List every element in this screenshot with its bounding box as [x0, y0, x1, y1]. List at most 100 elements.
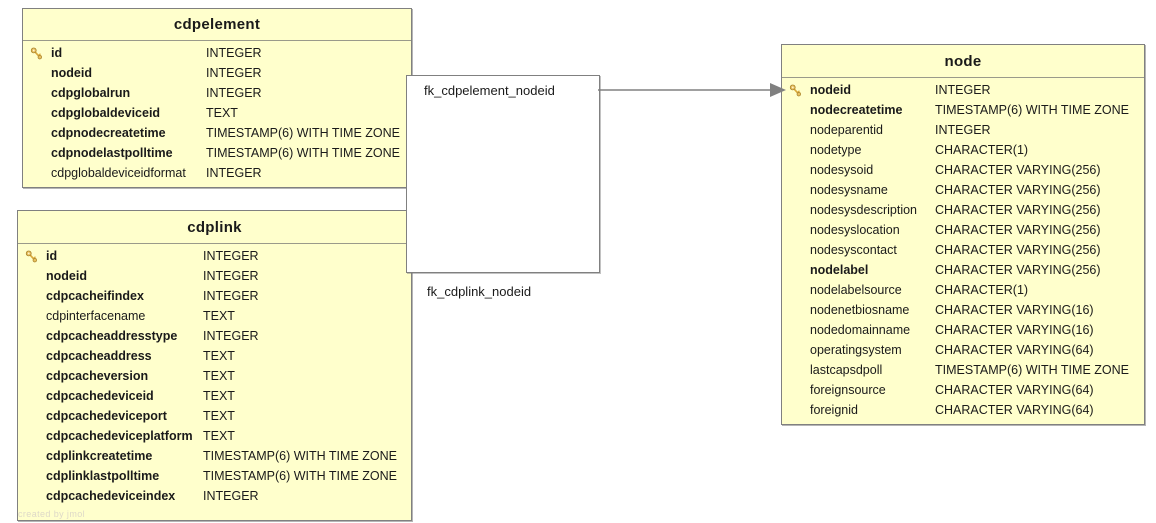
column-name: cdpinterfacename: [46, 309, 146, 323]
column-type: INTEGER: [206, 166, 262, 180]
column-name: cdpcacheifindex: [46, 289, 144, 303]
connector-fk-cdpelement-nodeid: [598, 83, 786, 97]
column-row: foreignid CHARACTER VARYING(64): [782, 400, 1144, 420]
column-row: nodeid INTEGER: [18, 266, 411, 286]
column-type: TEXT: [203, 309, 235, 323]
column-type: CHARACTER VARYING(256): [935, 163, 1101, 177]
column-name: cdpcacheaddress: [46, 349, 152, 363]
column-type: TIMESTAMP(6) WITH TIME ZONE: [206, 146, 400, 160]
column-name: nodenetbiosname: [810, 303, 910, 317]
column-name: cdpglobaldeviceidformat: [51, 166, 186, 180]
column-name: nodelabel: [810, 263, 869, 277]
column-type: TIMESTAMP(6) WITH TIME ZONE: [203, 449, 397, 463]
column-name: nodesyscontact: [810, 243, 897, 257]
column-type: CHARACTER(1): [935, 143, 1029, 157]
column-type: TEXT: [203, 429, 235, 443]
column-type: TEXT: [203, 349, 235, 363]
column-name: nodedomainname: [810, 323, 911, 337]
column-name: foreignid: [810, 403, 858, 417]
entity-title-cdpelement: cdpelement: [23, 9, 411, 41]
column-type: CHARACTER VARYING(256): [935, 203, 1101, 217]
column-row: nodedomainname CHARACTER VARYING(16): [782, 320, 1144, 340]
column-name: operatingsystem: [810, 343, 902, 357]
column-name: nodesysoid: [810, 163, 874, 177]
primary-key-cell: [18, 249, 44, 264]
column-type: CHARACTER VARYING(64): [935, 403, 1094, 417]
column-name: nodesysname: [810, 183, 888, 197]
column-type: TEXT: [203, 369, 235, 383]
column-row: cdpcacheaddress TEXT: [18, 346, 411, 366]
column-name: cdpnodecreatetime: [51, 126, 166, 140]
column-name: nodelabelsource: [810, 283, 902, 297]
column-name: cdplinklastpolltime: [46, 469, 160, 483]
column-name: cdplinkcreatetime: [46, 449, 153, 463]
column-name: cdpglobalrun: [51, 86, 131, 100]
column-type: CHARACTER VARYING(64): [935, 383, 1094, 397]
column-row: nodeparentid INTEGER: [782, 120, 1144, 140]
primary-key-cell: [23, 46, 49, 61]
column-name: cdpcacheversion: [46, 369, 149, 383]
column-type: INTEGER: [935, 83, 991, 97]
column-row: operatingsystem CHARACTER VARYING(64): [782, 340, 1144, 360]
column-row: nodecreatetime TIMESTAMP(6) WITH TIME ZON…: [782, 100, 1144, 120]
column-name: cdpcachedeviceport: [46, 409, 167, 423]
column-name: nodeid: [46, 269, 87, 283]
column-type: INTEGER: [935, 123, 991, 137]
column-type: CHARACTER VARYING(256): [935, 243, 1101, 257]
column-type: TIMESTAMP(6) WITH TIME ZONE: [206, 126, 400, 140]
column-type: TIMESTAMP(6) WITH TIME ZONE: [935, 363, 1129, 377]
column-row: cdpnodelastpolltime TIMESTAMP(6) WITH TIM…: [23, 143, 411, 163]
watermark: created by jmol: [18, 509, 86, 519]
column-type: INTEGER: [203, 289, 259, 303]
column-row: cdpnodecreatetime TIMESTAMP(6) WITH TIME …: [23, 123, 411, 143]
column-row: nodesyscontact CHARACTER VARYING(256): [782, 240, 1144, 260]
column-row: nodesysoid CHARACTER VARYING(256): [782, 160, 1144, 180]
column-name: cdpglobaldeviceid: [51, 106, 161, 120]
column-type: INTEGER: [203, 269, 259, 283]
column-row: cdpglobaldeviceidformat INTEGER: [23, 163, 411, 183]
column-row: cdpinterfacename TEXT: [18, 306, 411, 326]
column-name: nodeid: [51, 66, 92, 80]
primary-key-icon: [25, 250, 37, 262]
column-name: foreignsource: [810, 383, 886, 397]
column-type: TEXT: [206, 106, 238, 120]
column-type: TIMESTAMP(6) WITH TIME ZONE: [935, 103, 1129, 117]
column-row: cdpcachedeviceplatform TEXT: [18, 426, 411, 446]
column-type: INTEGER: [206, 66, 262, 80]
column-name: nodesysdescription: [810, 203, 918, 217]
relationship-box-fk-cdpelement-nodeid[interactable]: [406, 75, 600, 273]
column-name: nodesyslocation: [810, 223, 900, 237]
column-name: cdpnodelastpolltime: [51, 146, 173, 160]
column-type: INTEGER: [203, 489, 259, 503]
column-type: CHARACTER VARYING(64): [935, 343, 1094, 357]
column-name: nodecreatetime: [810, 103, 903, 117]
column-name: cdpcachedeviceplatform: [46, 429, 193, 443]
relationship-label-fk-cdplink-nodeid: fk_cdplink_nodeid: [427, 284, 532, 299]
entity-title-node: node: [782, 45, 1144, 78]
column-name: nodeparentid: [810, 123, 883, 137]
column-name: nodeid: [810, 83, 851, 97]
column-type: CHARACTER VARYING(16): [935, 323, 1094, 337]
column-type: INTEGER: [206, 86, 262, 100]
column-row: cdpglobaldeviceid TEXT: [23, 103, 411, 123]
column-row: nodesysdescription CHARACTER VARYING(256): [782, 200, 1144, 220]
column-row: cdplinkcreatetime TIMESTAMP(6) WITH TIME …: [18, 446, 411, 466]
